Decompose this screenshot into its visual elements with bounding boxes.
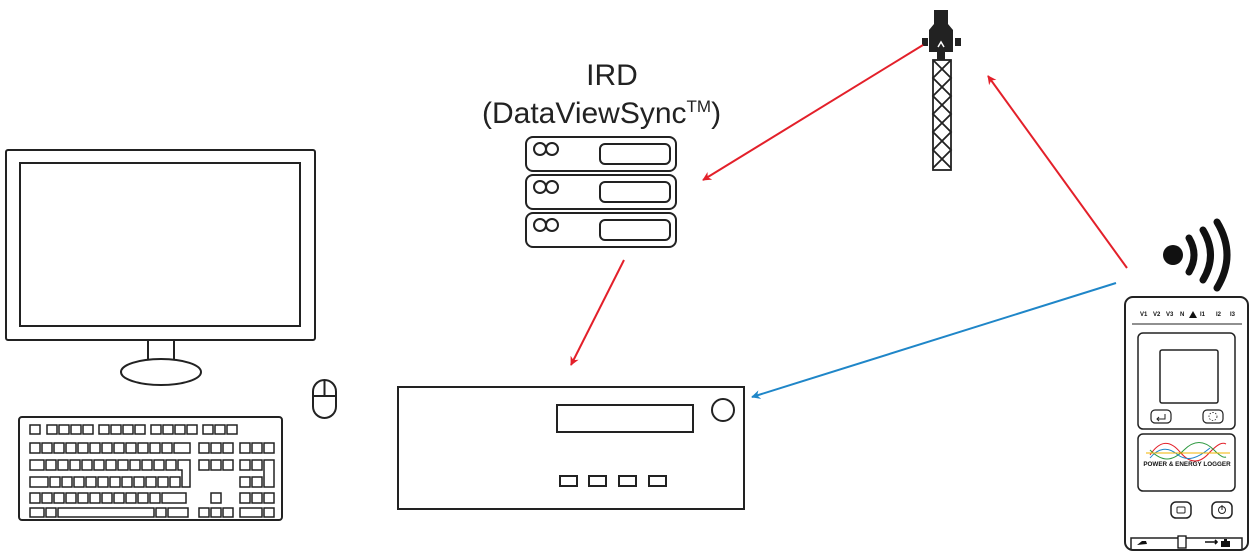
- channel-label: N: [1180, 312, 1184, 318]
- navigation-key-icon: [1202, 409, 1224, 424]
- record-key-icon: [1170, 501, 1192, 519]
- channel-label: V3: [1166, 312, 1174, 318]
- logger-channel-labels: V1 V2 V3 N I1 I2 I3: [1140, 312, 1236, 318]
- probe-port-icon: [1137, 541, 1147, 545]
- computer-monitor-icon: [5, 149, 316, 386]
- arrow-logger-to-appliance: [751, 282, 1117, 399]
- server-stack-icon: [525, 136, 677, 248]
- arrow-tower-to-ird: [702, 44, 924, 181]
- channel-label: I3: [1230, 312, 1236, 318]
- ird-product-name: (DataViewSync: [482, 97, 687, 130]
- cell-tower-icon: [922, 10, 961, 171]
- waveform-icon: [1146, 442, 1230, 462]
- channel-label: V1: [1140, 312, 1148, 318]
- ird-label: IRD: [586, 59, 638, 92]
- logger-screen: [1159, 349, 1219, 404]
- enter-key-icon: [1150, 409, 1172, 424]
- usb-port-icon: [1205, 539, 1219, 545]
- mouse-icon: [312, 379, 337, 419]
- keyboard-icon: [18, 416, 283, 521]
- power-energy-logger-icon: V1 V2 V3 N I1 I2 I3 POWER & ENERGY LOGGE…: [1124, 296, 1249, 551]
- ird-trademark: TM: [687, 97, 712, 116]
- warning-triangle-icon: [1189, 311, 1197, 318]
- ird-sublabel-close: ): [711, 97, 721, 130]
- ird-sublabel: (DataViewSyncTM): [482, 97, 721, 130]
- arrow-logger-to-tower: [987, 75, 1128, 269]
- network-appliance-icon: [397, 386, 745, 510]
- arrow-ird-to-appliance: [570, 259, 625, 366]
- ethernet-port-icon: [1221, 539, 1230, 547]
- sd-card-icon: [1177, 535, 1187, 549]
- channel-label: I1: [1200, 312, 1206, 318]
- wireless-signal-icon: [1163, 218, 1231, 292]
- channel-label: I2: [1216, 312, 1222, 318]
- logger-panel-text: POWER & ENERGY LOGGER: [1143, 461, 1231, 468]
- channel-label: V2: [1153, 312, 1161, 318]
